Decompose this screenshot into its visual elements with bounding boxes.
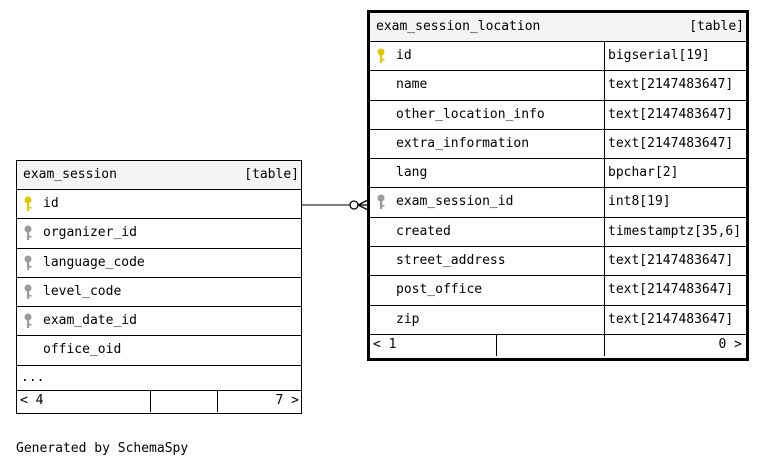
column-name: exam_session_id [396,194,514,210]
table-footer: < 1 0 > [370,334,746,356]
parents-count: < 4 [20,392,44,408]
column-row[interactable]: office_oid [17,336,301,366]
column-divider [604,100,605,129]
column-divider [604,305,605,334]
column-row[interactable]: post_office text[2147483647] [370,276,746,306]
column-divider [604,129,605,159]
rows-count-cell [496,334,604,356]
table-name: exam_session [23,167,117,182]
column-type: int8[19] [608,194,671,210]
children-count-cell[interactable]: 7 > [217,390,303,412]
more-columns-text: ... [21,369,45,385]
crowfoot-upper [357,199,369,206]
column-type: text[2147483647] [608,253,734,269]
column-name: created [396,223,451,239]
foreign-key-icon [376,193,388,211]
column-row[interactable]: zip text[2147483647] [370,305,746,335]
column-type: bpchar[2] [608,165,679,181]
column-name: street_address [396,253,506,269]
column-row[interactable]: organizer_id [17,219,301,249]
column-type: timestamptz[35,6] [608,223,742,239]
generated-by-credit: Generated by SchemaSpy [16,441,189,456]
column-name: zip [396,311,420,327]
parents-count: < 1 [373,336,397,352]
primary-key-icon [376,47,388,65]
children-count: 0 > [718,336,742,352]
table-header[interactable]: exam_session_location [table] [370,13,746,42]
more-columns-indicator[interactable]: ... [17,366,301,391]
column-divider [604,71,605,100]
column-name: id [396,48,412,63]
column-row[interactable]: language_code [17,249,301,278]
crowfoot-lower [357,204,369,211]
column-row[interactable]: exam_date_id [17,307,301,337]
column-row[interactable]: street_address text[2147483647] [370,247,746,277]
column-type: text[2147483647] [608,311,734,327]
children-count-cell[interactable]: 0 > [604,334,746,356]
parents-count-cell[interactable]: < 4 [17,391,150,412]
column-type: bigserial[19] [608,48,710,63]
column-row[interactable]: created timestamptz[35,6] [370,217,746,248]
column-divider [604,247,605,276]
column-divider [604,217,605,247]
column-name: other_location_info [396,106,545,122]
table-kind: [table] [689,19,744,34]
table-kind: [table] [244,167,299,182]
foreign-key-icon [23,312,35,330]
column-divider [604,159,605,188]
column-row[interactable]: level_code [17,278,301,308]
parents-count-cell[interactable]: < 1 [370,335,496,356]
column-name: lang [396,165,428,181]
table-name: exam_session_location [376,19,541,34]
column-name: level_code [43,283,122,299]
column-row[interactable]: exam_session_id int8[19] [370,188,746,218]
zero-optional-marker [349,200,359,210]
column-name: exam_date_id [43,313,137,329]
column-name: id [43,196,59,211]
column-row[interactable]: id bigserial[19] [370,42,746,72]
column-row[interactable]: name text[2147483647] [370,71,746,101]
column-row[interactable]: other_location_info text[2147483647] [370,100,746,130]
column-divider [604,188,605,217]
column-divider [604,42,605,71]
column-type: text[2147483647] [608,106,734,122]
column-divider [604,276,605,305]
column-row[interactable]: id [17,190,301,220]
column-name: extra_information [396,135,530,151]
foreign-key-icon [23,254,35,272]
table-exam-session-location[interactable]: exam_session_location [table] id bigserial[… [367,10,749,361]
column-row[interactable]: lang bpchar[2] [370,159,746,189]
column-type: text[2147483647] [608,135,734,151]
column-row[interactable]: extra_information text[2147483647] [370,129,746,160]
column-type: text[2147483647] [608,77,734,93]
rows-count-cell [150,390,217,412]
column-name: name [396,77,428,93]
column-type: text[2147483647] [608,282,734,298]
column-name: organizer_id [43,225,137,241]
foreign-key-icon [23,224,35,242]
column-name: post_office [396,282,483,298]
column-name: office_oid [43,342,122,358]
foreign-key-icon [23,283,35,301]
table-header[interactable]: exam_session [table] [17,161,301,190]
children-count: 7 > [275,392,299,408]
column-name: language_code [43,254,145,270]
table-footer: < 4 7 > [17,390,303,412]
primary-key-icon [23,195,35,213]
